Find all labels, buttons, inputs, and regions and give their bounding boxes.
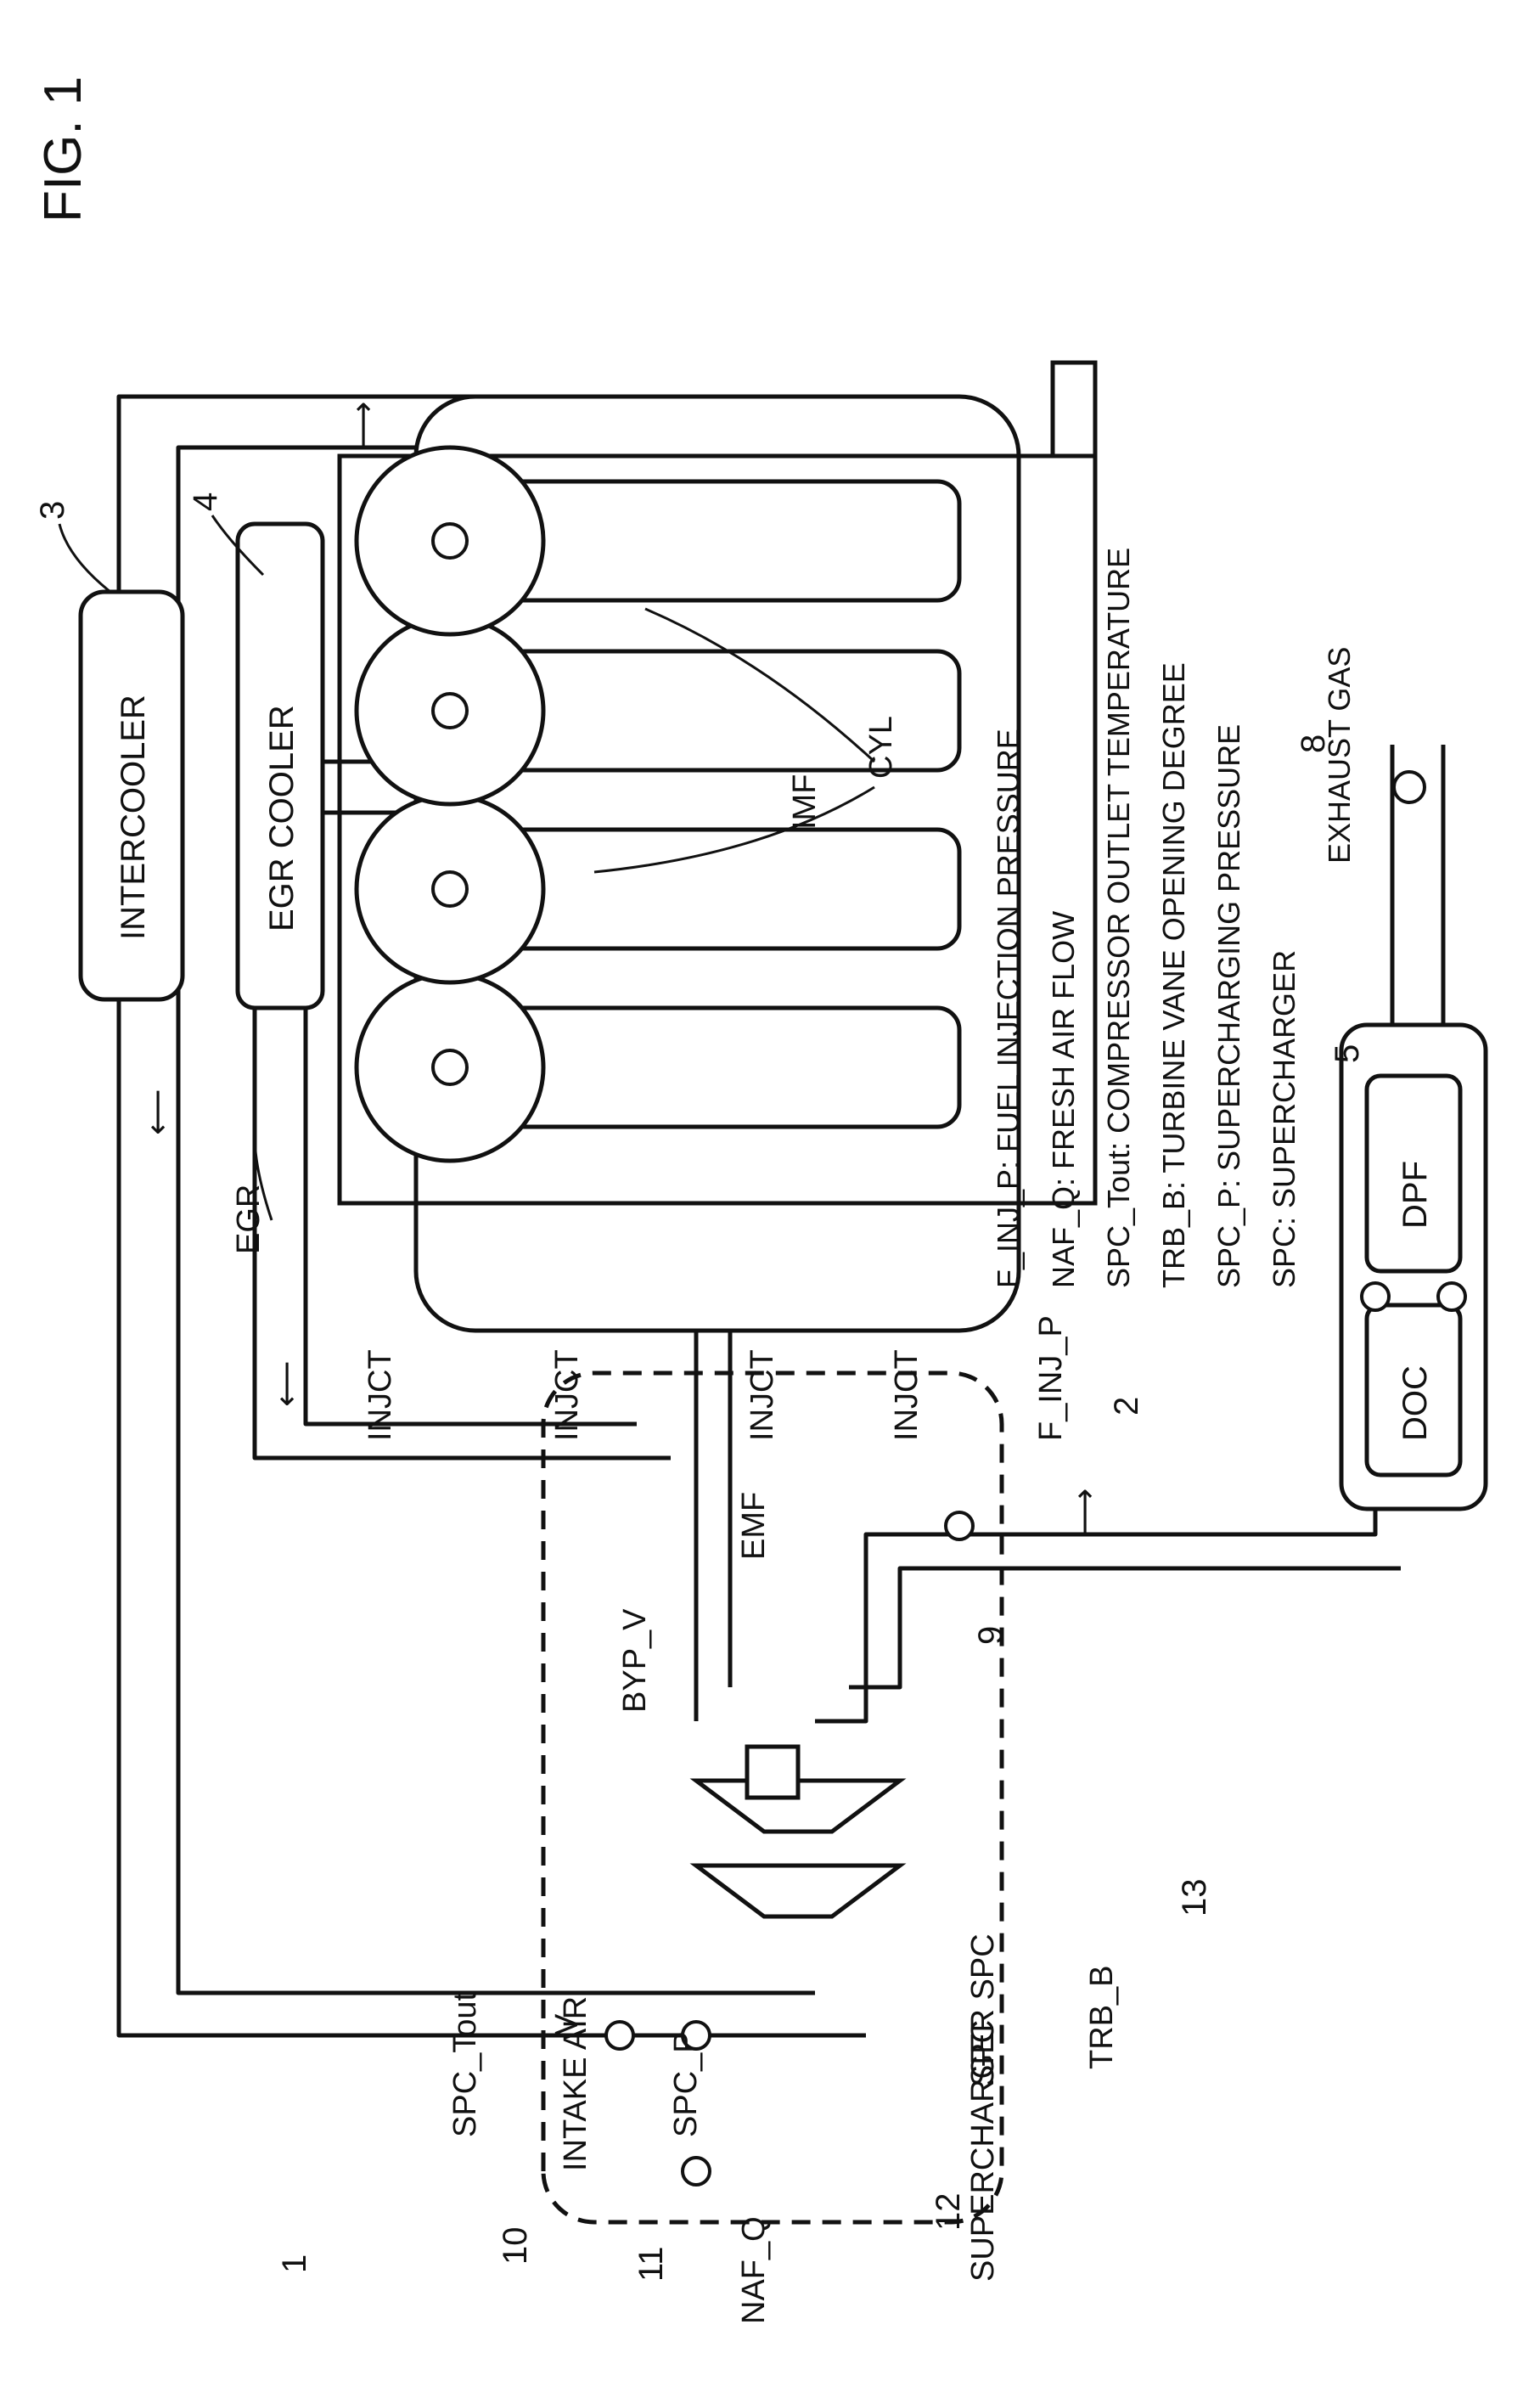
cyl-label: CYL bbox=[863, 716, 899, 779]
dp-sensor-b bbox=[1438, 1283, 1465, 1310]
intercooler-label: INTERCOOLER bbox=[115, 695, 152, 940]
byp-v-label: BYP_V bbox=[617, 1608, 653, 1713]
spc-tout-sensor bbox=[606, 2022, 633, 2049]
spc-label: SPC bbox=[965, 2020, 1001, 2086]
sensor-9 bbox=[946, 1512, 973, 1539]
ref-11: 11 bbox=[632, 2246, 670, 2282]
ref-12: 12 bbox=[930, 2193, 967, 2232]
injector-3 bbox=[433, 694, 467, 728]
injct-label-1: INJCT bbox=[363, 1349, 398, 1441]
egr-flow-arrow: ⟵ bbox=[269, 1361, 305, 1407]
emf-label: EMF bbox=[736, 1492, 772, 1560]
injct-label-3: INJCT bbox=[745, 1349, 780, 1441]
ref-10: 10 bbox=[497, 2227, 534, 2265]
injector-4 bbox=[433, 524, 467, 558]
injector-2 bbox=[433, 872, 467, 906]
sensor-8 bbox=[1394, 772, 1425, 802]
injector-1 bbox=[433, 1050, 467, 1084]
legend: F_INJ_P: FUEL INJECTION PRESSURE NAF_Q: … bbox=[991, 548, 1357, 1288]
spc-p-label: SPC_P bbox=[668, 2031, 704, 2137]
exhaust-flow-arrow: ⟶ bbox=[1067, 1489, 1103, 1534]
intake-air-label: INTAKE AIR bbox=[558, 1996, 593, 2171]
f-inj-p-label: F_INJ_P bbox=[1033, 1315, 1069, 1441]
dpf-label: DPF bbox=[1397, 1161, 1434, 1229]
ref-13: 13 bbox=[1176, 1879, 1213, 1917]
crank-output bbox=[1053, 363, 1095, 456]
injct-label-4: INJCT bbox=[889, 1349, 925, 1441]
legend-item-6: EXHAUST GAS bbox=[1322, 647, 1357, 864]
supercharger-spc-label: SUPERCHARGER SPC bbox=[965, 1933, 1001, 2282]
doc-label: DOC bbox=[1397, 1365, 1434, 1441]
leader-3 bbox=[59, 524, 110, 592]
rotated-figure: FIG. 1 ⟵ ⟶ ⟵ ⟶ 6 7 INTERCOOLER 3 EGR COO… bbox=[34, 76, 1486, 2324]
bypass-valve bbox=[747, 1747, 798, 1798]
egr-label: EGR bbox=[231, 1185, 267, 1254]
exhaust-line-inner bbox=[849, 1568, 1401, 1687]
spc-tout-label: SPC_Tout bbox=[447, 1991, 483, 2137]
ref-2: 2 bbox=[1108, 1397, 1145, 1416]
naf-q-label: NAF_Q bbox=[736, 2216, 772, 2324]
compressor-wheel bbox=[696, 1866, 900, 1916]
trb-b-label: TRB_B bbox=[1084, 1966, 1120, 2069]
egr-cooler-label: EGR COOLER bbox=[263, 705, 301, 931]
legend-item-1: NAF_Q: FRESH AIR FLOW bbox=[1046, 911, 1081, 1288]
legend-item-3: TRB_B: TURBINE VANE OPENING DEGREE bbox=[1156, 662, 1191, 1288]
legend-item-0: F_INJ_P: FUEL INJECTION PRESSURE bbox=[991, 729, 1026, 1288]
legend-item-2: SPC_Tout: COMPRESSOR OUTLET TEMPERATURE bbox=[1101, 548, 1136, 1288]
ref-5: 5 bbox=[1329, 1044, 1366, 1063]
legend-item-4: SPC_P: SUPERCHARGING PRESSURE bbox=[1211, 724, 1246, 1288]
figure-title: FIG. 1 bbox=[34, 76, 93, 222]
ref-4: 4 bbox=[187, 492, 224, 511]
legend-item-5: SPC: SUPERCHARGER bbox=[1267, 950, 1301, 1288]
ref-3: 3 bbox=[34, 501, 71, 520]
intake-flow-arrow: ⟵ bbox=[140, 1089, 176, 1135]
ref-1: 1 bbox=[276, 2254, 313, 2273]
dp-sensor-a bbox=[1362, 1283, 1389, 1310]
naf-q-sensor bbox=[683, 2158, 710, 2185]
intake-flow-arrow-top: ⟶ bbox=[346, 402, 381, 447]
